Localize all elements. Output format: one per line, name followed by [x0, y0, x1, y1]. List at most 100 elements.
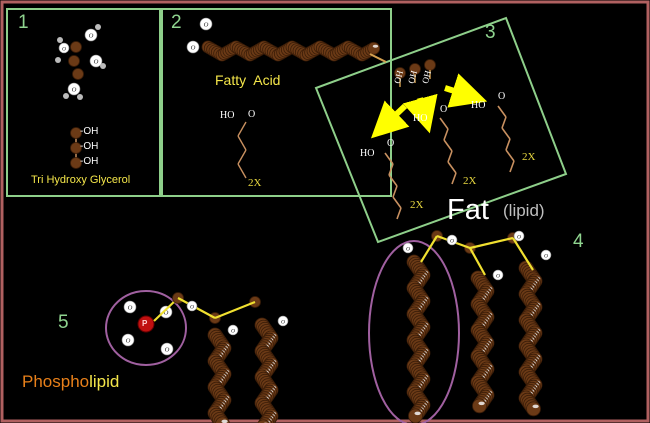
phospho-bond-3	[214, 300, 256, 320]
hydrogen-highlight	[221, 419, 228, 423]
phosphate-atom	[137, 315, 155, 333]
glycerol-caption: Tri Hydroxy Glycerol	[31, 174, 131, 186]
fatty-acid-oxygen-1-letter: O	[204, 22, 209, 29]
panel-5-number: 5	[58, 312, 69, 333]
acid-3-o: O	[498, 91, 506, 102]
fat-oxygen-3-letter: O	[496, 273, 500, 279]
fat-chain-1	[406, 254, 431, 423]
chain-segment	[257, 419, 270, 423]
fat-oxygen-2-letter: O	[450, 238, 454, 244]
phosphate-oxygen-4-letter: O	[165, 347, 170, 354]
glycerol-hydrogen	[100, 63, 106, 69]
p3-acid-skeleton-2	[451, 172, 457, 185]
glycerol-oxygen-4-letter: O	[62, 46, 66, 52]
glycerol-skel-c1	[70, 127, 82, 139]
fat-bond-5	[512, 237, 534, 271]
hydrogen-highlight	[478, 401, 485, 406]
p3-acid-skeleton-2	[447, 161, 457, 174]
glycerol-oh-1: -OH	[80, 126, 99, 137]
glycerol-skel-c3	[70, 157, 82, 169]
phospho-oxygen-c-letter: O	[231, 328, 235, 334]
fatty-acid-skeleton	[237, 149, 247, 165]
fat-oxygen-3	[492, 269, 504, 281]
glycerol-oxygen-4	[58, 42, 70, 54]
fatty-acid-chain	[201, 40, 381, 62]
glycerol-carbon-3	[72, 68, 84, 80]
acid-2-o: O	[440, 104, 448, 115]
p3-acid-skeleton-1	[392, 196, 402, 209]
fatty-acid-skeleton	[237, 121, 247, 137]
fatty-acid-chains	[201, 40, 543, 423]
glycerol-hydrogen	[63, 93, 69, 99]
glycerol-c-p3	[424, 59, 436, 71]
phosphate-oxygen-1	[123, 300, 137, 314]
glycerol-oxygen-1	[84, 28, 98, 42]
fatty-acid-tail-link	[369, 53, 387, 63]
glycerol-oxygen-3-letter: O	[72, 87, 77, 94]
panel-3-number: 3	[485, 22, 496, 43]
hydrogen-highlight	[532, 404, 539, 409]
panel-4-number: 4	[573, 231, 584, 252]
arrow-to-acid-1	[370, 100, 410, 139]
phosphate-oxygen-4	[160, 342, 174, 356]
phosphate-oxygen-2	[159, 305, 173, 319]
fat-oxygen-5-letter: O	[517, 234, 521, 240]
p3-acid-skeleton-3	[509, 160, 515, 173]
glycerol-skel-c2	[70, 142, 82, 154]
fat-bond-3	[420, 235, 438, 263]
fat-oxygen-5	[513, 230, 525, 242]
fat-oxygen-4-letter: O	[544, 253, 548, 259]
acid-2-multiplier: 2X	[463, 175, 477, 187]
p3-acid-skeleton-1	[388, 174, 398, 187]
acid-1-multiplier: 2X	[410, 199, 424, 211]
fatty-acid-skeleton	[237, 135, 247, 151]
fat-bond-4	[469, 247, 486, 276]
p3-acid-skeleton-1	[384, 152, 394, 165]
lipid-part: lipid	[89, 372, 120, 391]
fat-title: Fat	[447, 194, 489, 226]
fatty-acid-multiplier: 2X	[248, 177, 262, 189]
fatty-acid-label: Fatty Acid	[215, 72, 281, 88]
p3-acid-skeleton-2	[443, 128, 449, 141]
fatty-acid-oxygen-2-letter: O	[191, 45, 196, 52]
glycerol-oxygen-3	[67, 82, 81, 96]
fatty-acid-oxygen-1	[199, 17, 213, 31]
fat-bond-2	[469, 236, 514, 250]
p3-acid-skeleton-2	[443, 139, 453, 152]
acid-3-ho: HO	[471, 100, 486, 111]
phosphate-circle	[105, 290, 187, 366]
fat-oxygen-2	[446, 234, 458, 246]
panel-1-number: 1	[18, 12, 29, 33]
p3-acid-skeleton-3	[497, 105, 507, 118]
phospho-chain-2	[254, 317, 279, 423]
acid-1-o: O	[387, 138, 395, 149]
fatty-acid-skeleton	[237, 163, 247, 179]
p3-acid-skeleton-3	[501, 127, 511, 140]
p3-acid-skeleton-2	[439, 117, 449, 130]
p3-acid-skeleton-1	[396, 207, 402, 220]
phospho-oxygen-b	[277, 315, 289, 327]
p3-acid-skeleton-1	[392, 185, 398, 198]
chain-segment	[408, 408, 423, 423]
hydrogen-highlight	[372, 44, 379, 48]
acid-3-multiplier: 2X	[522, 151, 536, 163]
glycerol-hydrogen	[57, 37, 63, 43]
p3-acid-skeleton-2	[447, 150, 453, 163]
phosphate-oxygen-1-letter: O	[128, 305, 133, 312]
glycerol-carbon-1	[70, 41, 82, 53]
panel-2-frame	[161, 8, 392, 197]
fat-oxygen-4	[540, 249, 552, 261]
phospho-oxygen-a	[186, 300, 198, 312]
p3-acid-skeleton-1	[388, 163, 394, 176]
panel-3-frame	[314, 16, 568, 244]
panel-1-frame	[6, 8, 161, 197]
panel-2-number: 2	[171, 12, 182, 33]
phospho-oxygen-a-letter: O	[190, 304, 194, 310]
glycerol-oh-3: -OH	[80, 156, 99, 167]
fatty-acid-ho: HO	[220, 110, 235, 121]
chain-segment	[472, 398, 487, 414]
